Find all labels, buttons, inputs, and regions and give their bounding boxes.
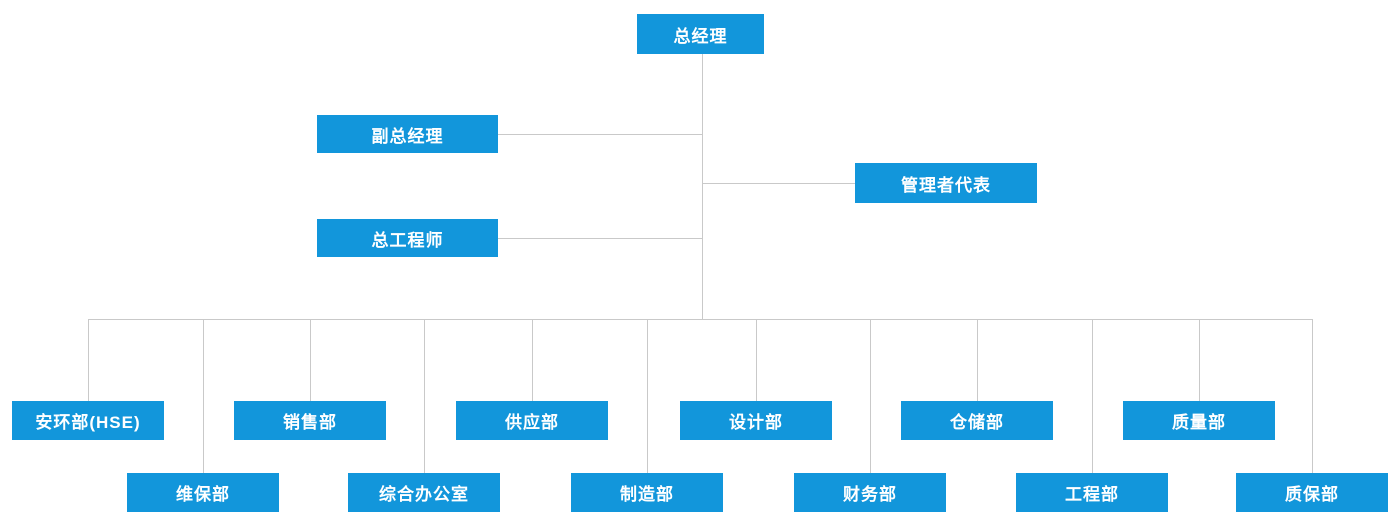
org-node-dept-design: 设计部 [680,401,832,440]
connector-drop-supply [532,319,533,401]
connector-drop-qa [1312,319,1313,473]
connector-chief-engineer [498,238,702,239]
connector-drop-warehouse [977,319,978,401]
connector-root-vertical [702,54,703,320]
org-node-general-manager: 总经理 [637,14,764,54]
connector-drop-quality [1199,319,1200,401]
org-node-dept-finance: 财务部 [794,473,946,512]
org-node-dept-sales: 销售部 [234,401,386,440]
org-node-dept-maintenance: 维保部 [127,473,279,512]
org-node-dept-supply: 供应部 [456,401,608,440]
org-node-dept-manufacturing: 制造部 [571,473,723,512]
org-node-dept-hse: 安环部(HSE) [12,401,164,440]
connector-drop-maintenance [203,319,204,473]
connector-drop-sales [310,319,311,401]
org-node-management-representative: 管理者代表 [855,163,1037,203]
org-node-dept-quality-assurance: 质保部 [1236,473,1388,512]
org-node-chief-engineer: 总工程师 [317,219,498,257]
connector-deputy-gm [498,134,702,135]
connector-drop-hse [88,319,89,401]
connector-drop-finance [870,319,871,473]
connector-drop-general-office [424,319,425,473]
connector-department-bus [88,319,1313,320]
org-node-dept-warehouse: 仓储部 [901,401,1053,440]
org-node-dept-engineering: 工程部 [1016,473,1168,512]
connector-drop-manufacturing [647,319,648,473]
org-node-deputy-general-manager: 副总经理 [317,115,498,153]
connector-drop-engineering [1092,319,1093,473]
connector-drop-design [756,319,757,401]
org-node-dept-quality: 质量部 [1123,401,1275,440]
org-node-dept-general-office: 综合办公室 [348,473,500,512]
connector-management-rep [703,183,855,184]
